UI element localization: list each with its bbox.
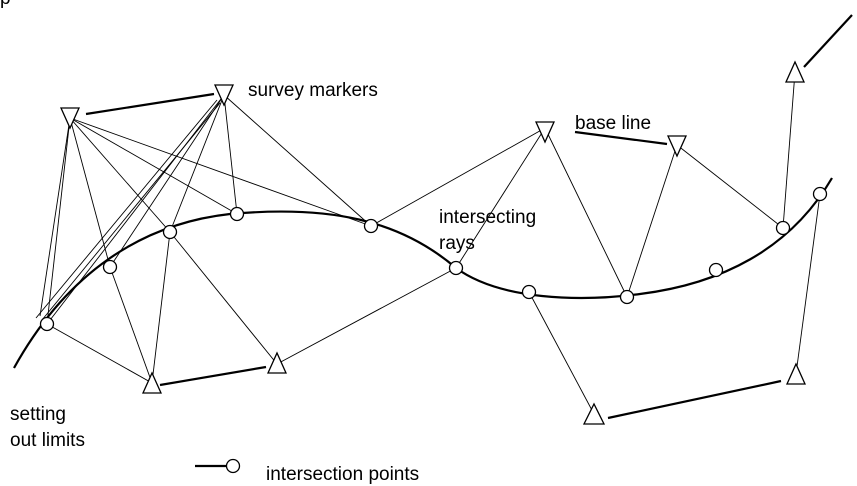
intersection-point xyxy=(619,289,635,305)
intersection-point xyxy=(363,218,379,234)
intersection-point xyxy=(229,206,245,222)
intersection-point xyxy=(521,284,537,300)
marker-triangle-down xyxy=(59,107,81,130)
legend-symbol xyxy=(195,458,241,474)
setting-out-label-line1: setting xyxy=(10,404,66,425)
intersection-point xyxy=(708,262,724,278)
marker-triangle-up xyxy=(785,362,807,385)
marker-triangle-up xyxy=(582,402,606,425)
marker-triangle-down xyxy=(534,121,556,144)
marker-triangle-up xyxy=(141,371,163,394)
survey-markers-label: survey markers xyxy=(248,80,378,101)
intersection-point xyxy=(775,220,791,236)
marker-triangle-up xyxy=(266,351,288,374)
intersection-points xyxy=(39,186,828,332)
intersecting-rays-label-line2: rays xyxy=(439,233,475,254)
marker-triangle-down xyxy=(213,84,235,107)
setting-out-label-line2: out limits xyxy=(10,430,85,451)
survey-markers xyxy=(59,60,807,425)
intersection-point xyxy=(812,186,828,202)
marker-triangle-down xyxy=(666,135,688,158)
marker-triangle-up xyxy=(784,60,806,83)
intersection-point xyxy=(448,260,464,276)
top-partial-text: p xyxy=(0,0,11,10)
intersection-point xyxy=(102,259,118,275)
intersecting-rays xyxy=(35,71,821,415)
base-lines xyxy=(85,14,853,420)
intersecting-rays-label-line1: intersecting xyxy=(439,207,537,228)
base-line-label: base line xyxy=(575,113,652,134)
intersection-point xyxy=(162,224,178,240)
intersection-point xyxy=(39,316,55,332)
legend-label: intersection points xyxy=(266,464,420,485)
